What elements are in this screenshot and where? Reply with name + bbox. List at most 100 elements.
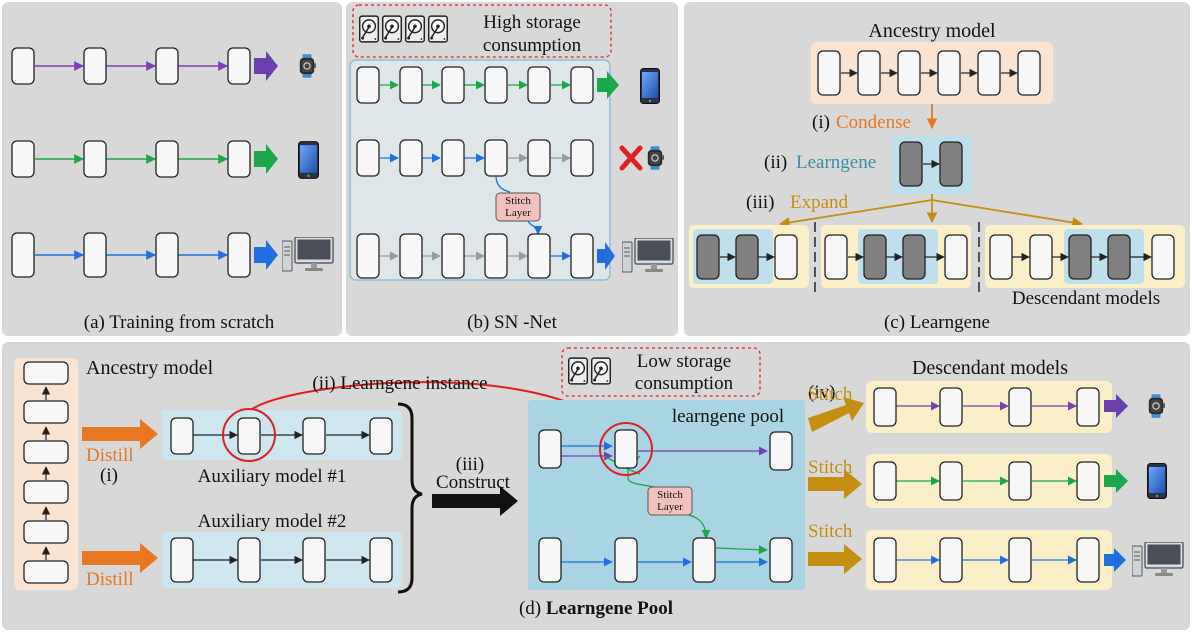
hard-disk-icon <box>428 15 448 43</box>
layer-block <box>1151 234 1175 280</box>
stitch-label-1-visible: Stitch <box>808 384 853 405</box>
learngene-pool-graph <box>538 429 793 583</box>
learngene-layer-block <box>696 234 720 280</box>
distill-arrow-2 <box>82 543 158 573</box>
learngene-highlight-circle <box>222 408 276 462</box>
smartphone-icon <box>298 141 319 179</box>
panel-d-ancestry-title: Ancestry model <box>86 357 214 379</box>
pool-stitch-layer-label-line1: Stitch <box>657 489 683 501</box>
learngene-instance-label: (ii) Learngene instance <box>312 373 487 394</box>
stitch-label-3: Stitch <box>808 521 853 542</box>
low-storage-label-line2: consumption <box>635 373 734 394</box>
panel-a: (a) Training from scratch <box>11 47 334 333</box>
auxiliary-model-1-label: Auxiliary model #1 <box>198 466 347 487</box>
layer-block <box>237 417 261 455</box>
panel-b: High storage consumption <box>349 4 674 333</box>
layer-block <box>1008 461 1032 501</box>
low-storage-box <box>561 347 761 397</box>
layer-block <box>944 234 968 280</box>
layer-block <box>23 560 69 584</box>
step-iii-expand: Expand <box>790 192 849 213</box>
layer-block <box>1008 537 1032 583</box>
layer-block <box>237 537 261 583</box>
blue-block-arrow <box>1104 548 1126 572</box>
stitch-arrow-3 <box>808 544 862 574</box>
layer-block <box>692 537 716 583</box>
layer-block <box>817 50 841 96</box>
layer-block <box>83 140 107 178</box>
layer-block <box>441 66 465 104</box>
learngene-layer-block <box>939 141 963 187</box>
learngene-layer-block <box>1068 234 1092 280</box>
layer-block <box>23 361 69 385</box>
panel-c-descendant-label: Descendant models <box>1012 288 1160 309</box>
panel-d-descendant-watch <box>866 381 1165 433</box>
layer-block <box>873 537 897 583</box>
panel-d-descendant-phone <box>866 454 1167 508</box>
layer-block <box>155 232 179 278</box>
stitch-layer-label-line2: Layer <box>505 207 531 219</box>
panel-a-row-phone <box>11 140 319 179</box>
layer-block <box>1076 537 1100 583</box>
layer-block <box>1029 234 1053 280</box>
layer-block <box>11 47 35 85</box>
layer-block <box>857 50 881 96</box>
distill-label-1: Distill <box>86 445 134 466</box>
panel-d-caption-prefix: (d) <box>519 598 546 619</box>
layer-block <box>227 47 251 85</box>
ancestry-model-chain <box>817 50 1041 96</box>
green-block-arrow <box>597 71 619 99</box>
step-i-number: (i) <box>812 112 830 133</box>
stitch-arrow-1 <box>808 397 864 432</box>
panel-c: Ancestry model (i) Condense (ii) Learnge… <box>689 20 1185 333</box>
layer-block <box>227 232 251 278</box>
panel-d-caption: (d) Learngene Pool <box>519 598 673 619</box>
layer-block <box>302 537 326 583</box>
blue-block-arrow <box>597 242 615 270</box>
layer-block <box>527 233 551 279</box>
layer-block <box>527 66 551 104</box>
layer-block <box>356 66 380 104</box>
panel-c-caption: (c) Learngene <box>884 312 990 333</box>
stitch-in-connector <box>495 175 511 193</box>
learngene-layer-block <box>902 234 926 280</box>
step-iii-label: (iii) <box>456 454 485 475</box>
auxiliary-model-2-label: Auxiliary model #2 <box>198 511 347 532</box>
hard-disk-icon <box>359 15 379 43</box>
low-storage-label-line1: Low storage <box>637 351 731 372</box>
layer-block <box>484 233 508 279</box>
layer-block <box>570 139 594 177</box>
layer-block <box>824 234 848 280</box>
panel-b-caption: (b) SN -Net <box>467 312 557 333</box>
distill-arrow-1 <box>82 419 158 449</box>
step-i-label: (i) <box>100 465 118 486</box>
layer-block <box>614 537 638 583</box>
layer-block <box>769 537 793 583</box>
layer-block <box>769 431 793 471</box>
layer-block <box>11 140 35 178</box>
descendant-model-3 <box>985 225 1185 288</box>
layer-block <box>369 417 393 455</box>
distill-label-2: Distill <box>86 569 134 590</box>
red-x-icon <box>619 145 643 171</box>
layer-block <box>155 47 179 85</box>
learngene-layer-block <box>735 234 759 280</box>
layer-block <box>356 233 380 279</box>
construct-arrow <box>432 486 518 516</box>
layer-block <box>873 461 897 501</box>
panel-d-descendant-title: Descendant models <box>912 357 1068 379</box>
layer-block <box>399 233 423 279</box>
layer-block <box>356 139 380 177</box>
panel-b-row-desktop <box>356 233 674 279</box>
panel-d-descendant-desktop <box>866 530 1184 590</box>
construct-label: Construct <box>436 472 511 493</box>
layer-block <box>570 66 594 104</box>
panel-c-ancestry-title: Ancestry model <box>868 20 996 42</box>
layer-block <box>538 537 562 583</box>
expand-arrows <box>778 194 1084 228</box>
stitch-label-2: Stitch <box>808 457 853 478</box>
layer-block <box>774 234 798 280</box>
layer-block <box>873 387 897 427</box>
step-ii-number: (ii) <box>764 152 787 173</box>
